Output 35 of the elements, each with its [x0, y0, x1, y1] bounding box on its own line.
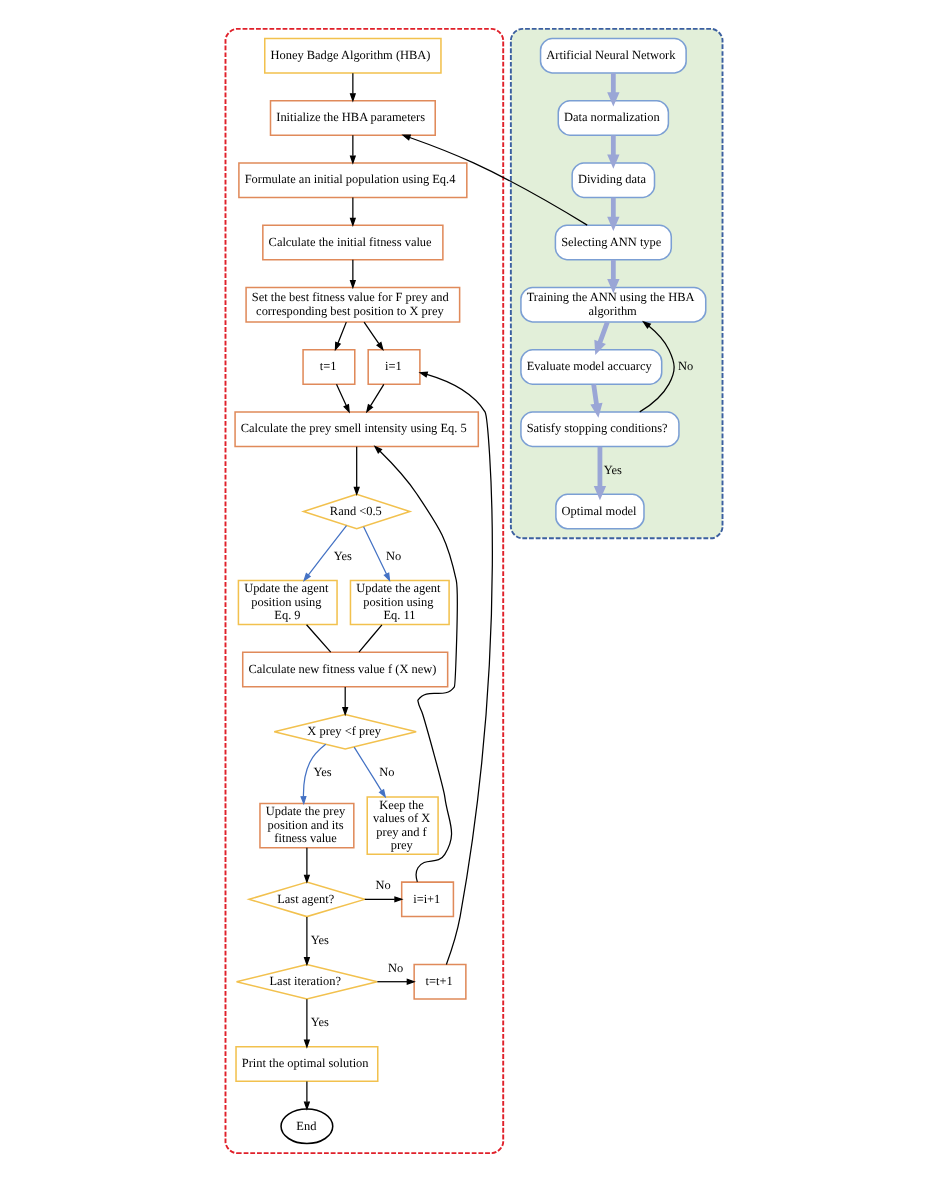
cluster: [509, 27, 724, 540]
arrow: [341, 686, 349, 717]
arrow: [334, 321, 347, 352]
arrow: [335, 383, 350, 414]
arrow: [376, 978, 416, 985]
arrow: [594, 321, 610, 356]
arrow: [607, 197, 620, 231]
cluster: [224, 27, 505, 1155]
arrow: [353, 446, 360, 497]
arrow: [349, 197, 357, 227]
arrow: [302, 525, 348, 582]
arrow: [303, 916, 311, 967]
arrow: [300, 743, 327, 806]
arrow: [607, 73, 620, 107]
arrow: [303, 847, 311, 884]
arrow: [353, 746, 387, 799]
arrow: [590, 384, 603, 418]
arrow: [418, 371, 493, 966]
arrow: [607, 259, 620, 294]
arrow: [349, 72, 357, 103]
arrow: [607, 135, 620, 169]
arrow: [303, 1080, 311, 1111]
arrow: [401, 134, 588, 226]
arrow: [373, 445, 458, 883]
arrow: [349, 259, 357, 290]
arrow: [639, 320, 675, 413]
arrow: [364, 896, 404, 903]
connector: [358, 624, 383, 653]
arrow: [303, 998, 311, 1049]
connector: [305, 624, 332, 653]
arrow: [363, 526, 391, 582]
arrow: [593, 446, 607, 501]
arrow: [365, 383, 385, 414]
arrow: [349, 134, 357, 165]
arrow: [363, 321, 384, 352]
